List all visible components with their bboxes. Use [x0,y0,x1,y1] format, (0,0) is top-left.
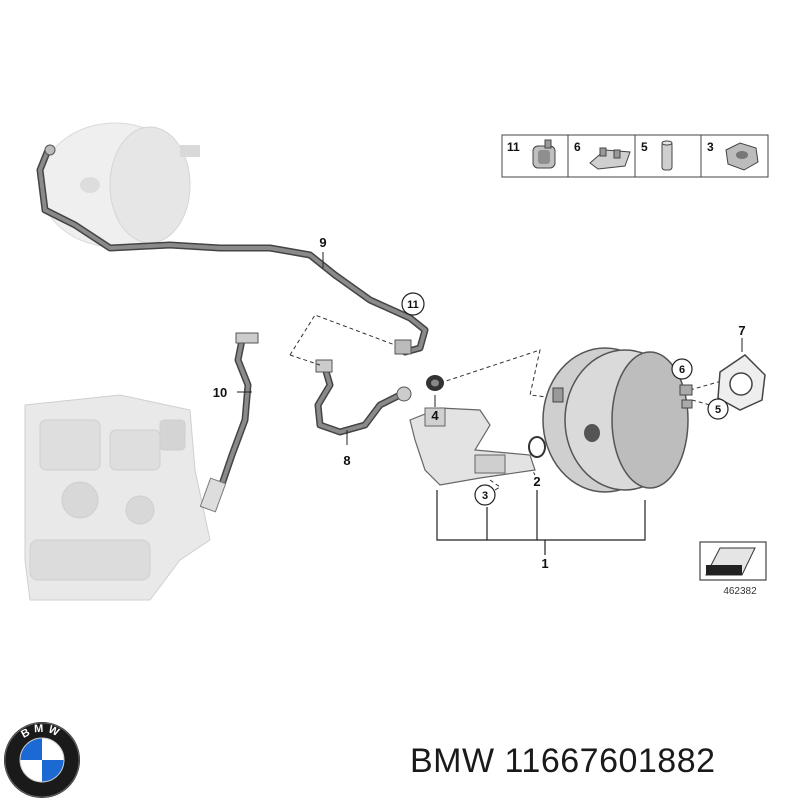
callout-6-circled: 6 [671,358,693,380]
bmw-logo: BMW [4,722,80,798]
callout-10: 10 [213,385,227,400]
legend-number-5: 5 [641,140,648,154]
clamp-icon [532,139,556,169]
nut-icon [725,142,759,171]
legend-number-3: 3 [707,140,714,154]
vacuum-hose-8 [314,359,412,436]
callout-7: 7 [738,323,745,338]
grommet [426,375,444,391]
callout-4: 4 [431,408,439,423]
callout-11-circled: 11 [401,292,425,316]
engine-block [24,394,211,601]
svg-text:6: 6 [679,364,685,376]
orientation-symbol [699,541,767,581]
gasket [717,354,766,411]
pin-icon [661,140,673,171]
part-1-bracket [436,490,646,555]
legend-number-11: 11 [507,140,520,154]
svg-text:3: 3 [482,490,488,502]
callout-3-circled: 3 [474,484,496,506]
callout-2: 2 [533,474,540,489]
master-cylinder [409,407,536,486]
bracket-icon [589,147,631,170]
svg-text:11: 11 [407,299,419,311]
brand-name: BMW [410,742,495,780]
diagram-code: 462382 [723,586,757,597]
brake-booster-upper [39,122,200,248]
callout-5-circled: 5 [707,398,729,420]
legend-number-6: 6 [574,140,581,154]
brake-booster-main [542,347,693,493]
parts-legend: 11 6 5 3 [501,134,769,178]
part-number: 11667601882 [504,742,716,780]
svg-text:5: 5 [715,404,721,416]
vacuum-hose-10 [199,332,259,513]
callout-9: 9 [319,235,326,250]
vacuum-hose-9 [36,144,429,356]
brand-part-number: BMW 11667601882 [410,742,716,781]
callout-8: 8 [343,453,350,468]
callout-1: 1 [541,556,548,571]
callout-leaders [237,252,743,445]
seal-ring [528,436,546,458]
